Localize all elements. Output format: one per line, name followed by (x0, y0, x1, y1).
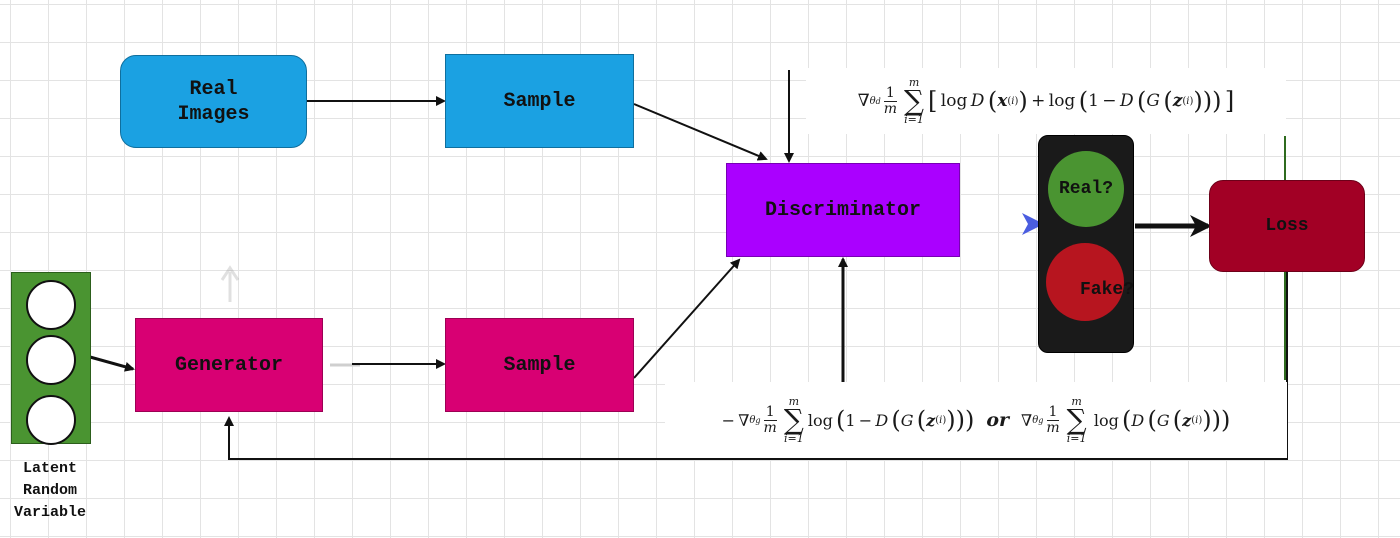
discriminator-label: Discriminator (764, 198, 922, 222)
edge-latent-to-generator (89, 355, 135, 372)
real-light: Real? (1048, 151, 1124, 227)
discriminator-node: Discriminator (726, 163, 960, 257)
sample-bottom-node: Sample (445, 318, 634, 412)
sample-bottom-label: Sample (503, 353, 576, 377)
latent-unit-1 (26, 280, 76, 330)
edge-sample-bottom-to-discriminator (633, 258, 741, 379)
generator-label: Generator (174, 353, 284, 377)
loss-label: Loss (1265, 215, 1309, 236)
real-images-label: Real Images (177, 77, 250, 126)
edge-sample-top-to-discriminator (633, 103, 768, 161)
latent-variable-label: Latent Random Variable (13, 460, 86, 521)
fake-light: Fake? (1046, 243, 1134, 321)
fake-light-label: Fake? (1079, 279, 1134, 300)
latent-unit-3 (26, 395, 76, 445)
sample-top-label: Sample (503, 89, 576, 113)
ghost-up-arrow (220, 265, 240, 302)
real-images-node: Real Images (120, 55, 307, 148)
classifier-traffic-light: Real? Fake? (1038, 135, 1134, 353)
latent-unit-2 (26, 335, 76, 385)
latent-variable-panel (11, 272, 91, 445)
or-label: or (986, 409, 1010, 431)
loss-node: Loss (1209, 180, 1365, 272)
sample-top-node: Sample (445, 54, 634, 148)
edge-loss-feedback-loop (224, 272, 1288, 460)
generator-node: Generator (135, 318, 323, 412)
real-light-label: Real? (1058, 178, 1113, 199)
